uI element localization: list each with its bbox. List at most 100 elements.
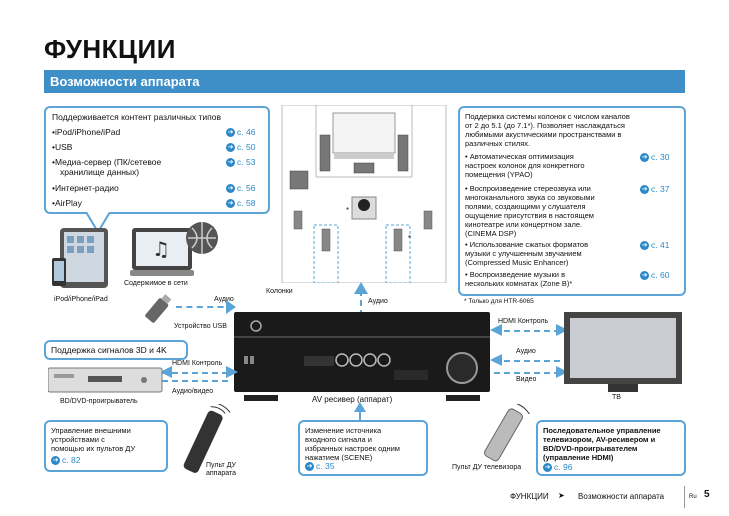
speaker-heading-line: различных стилях. bbox=[465, 139, 531, 148]
page-ref-arrow-icon: ➔ bbox=[640, 185, 649, 195]
arrow-right-icon bbox=[226, 300, 236, 314]
page-ref-link[interactable]: ➔с. 53 bbox=[226, 157, 256, 168]
page-ref-text: с. 60 bbox=[651, 270, 670, 280]
receiver-foot-right bbox=[446, 395, 480, 401]
video-line-tv bbox=[494, 372, 560, 374]
page-ref-arrow-icon: ➔ bbox=[226, 143, 235, 153]
page-ref-arrow-icon: ➔ bbox=[305, 462, 314, 472]
receiver-front-panel bbox=[234, 320, 490, 384]
remote-line: устройствами с bbox=[51, 435, 105, 444]
page-ref-link[interactable]: ➔с. 37 bbox=[640, 184, 670, 195]
audio-label-speakers: Аудио bbox=[368, 298, 388, 305]
footer-section: ФУНКЦИИ bbox=[510, 492, 549, 501]
page-ref-arrow-icon: ➔ bbox=[640, 241, 649, 251]
speaker-footnote: * Только для HTR-6065 bbox=[464, 298, 534, 305]
scene-box bbox=[298, 420, 428, 476]
speaker-item-line: • Воспроизведение музыки в bbox=[465, 270, 566, 279]
ipad-icon bbox=[52, 228, 108, 288]
hdmi-line: BD/DVD-проигрывателем bbox=[543, 444, 638, 453]
page-ref-text: с. 46 bbox=[237, 127, 256, 137]
scene-line: Изменение источника bbox=[305, 426, 382, 435]
speaker-item-line: ощущение присутствия в настоящем bbox=[465, 211, 594, 220]
speaker-item-line: полями, создающими у слушателя bbox=[465, 202, 586, 211]
page-ref-link[interactable]: ➔с. 58 bbox=[226, 198, 255, 209]
page-ref-link[interactable]: ➔с. 50 bbox=[226, 142, 255, 153]
audio-video-label: Аудио/видео bbox=[172, 388, 214, 395]
hdmi-line: телевизором, AV-ресивером и bbox=[543, 435, 656, 444]
remote-av-label-2: аппарата bbox=[206, 470, 237, 477]
arrow-left-icon bbox=[490, 324, 502, 336]
content-item-label: хранилище данных) bbox=[60, 167, 140, 177]
svg-text:*: * bbox=[408, 234, 411, 243]
ipod-label: iPod/iPhone/iPad bbox=[54, 296, 108, 303]
speaker-item-line: нескольких комнатах (Zone B)* bbox=[465, 279, 573, 288]
svg-text:♫: ♫ bbox=[152, 237, 170, 261]
page-number: 5 bbox=[704, 489, 710, 500]
page-ref-arrow-icon: ➔ bbox=[226, 184, 235, 194]
page-ref-text: с. 41 bbox=[651, 240, 670, 250]
page-ref-link[interactable]: ➔с. 30 bbox=[640, 152, 670, 163]
page-ref-arrow-icon: ➔ bbox=[226, 158, 235, 168]
page-ref-arrow-icon: ➔ bbox=[543, 463, 552, 473]
3d4k-box bbox=[44, 340, 188, 360]
arrow-up-icon bbox=[354, 402, 366, 420]
tv-label: ТВ bbox=[612, 394, 621, 401]
page-ref-arrow-icon: ➔ bbox=[226, 199, 235, 209]
speaker-room-diagram: * * bbox=[281, 105, 447, 283]
svg-text:*: * bbox=[346, 206, 349, 215]
speakers-label: Колонки bbox=[266, 288, 293, 295]
speaker-audio-line bbox=[360, 290, 362, 316]
speaker-item-line: • Использование сжатых форматов bbox=[465, 240, 589, 249]
audio-line-tv bbox=[494, 360, 560, 362]
content-item-label: •USB bbox=[52, 142, 73, 152]
audio-label-tv: Аудио bbox=[516, 348, 536, 355]
receiver-foot-left bbox=[244, 395, 278, 401]
remote-line: помощью их пультов ДУ bbox=[51, 444, 136, 453]
page-ref-text: с. 82 bbox=[62, 455, 81, 465]
audio-label-usb: Аудио bbox=[214, 296, 234, 303]
footer-subsection: Возможности аппарата bbox=[578, 492, 665, 501]
hdmi-line: (управление HDMI) bbox=[543, 453, 614, 462]
speaker-item-line: (CINEMA DSP) bbox=[465, 229, 517, 238]
page-ref-link[interactable]: ➔с. 56 bbox=[226, 183, 255, 194]
tv-icon bbox=[564, 312, 682, 392]
content-item-label: •Медиа-сервер (ПК/сетевое bbox=[52, 157, 162, 167]
footer-lang: Ru bbox=[689, 494, 697, 500]
hdmi-line: Последовательное управление bbox=[543, 426, 661, 435]
page-ref-link[interactable]: ➔с. 41 bbox=[640, 240, 670, 251]
speaker-item-line: (Compressed Music Enhancer) bbox=[465, 258, 569, 267]
page-ref-text: с. 30 bbox=[651, 152, 670, 162]
bd-dvd-label: BD/DVD-проигрыватель bbox=[60, 398, 138, 405]
network-label: Содержимое в сети bbox=[124, 280, 188, 287]
tv-remote-label: Пульт ДУ телевизора bbox=[452, 464, 522, 471]
page-ref-link[interactable]: ➔с. 46 bbox=[226, 127, 256, 138]
page-ref-text: с. 37 bbox=[651, 184, 670, 194]
network-computer-icon: ♫ bbox=[130, 222, 218, 276]
footer-arrow-icon: ➤ bbox=[558, 491, 565, 500]
content-item-label: •iPod/iPhone/iPad bbox=[52, 127, 121, 137]
av-receiver bbox=[234, 312, 490, 392]
footer-divider bbox=[684, 486, 685, 508]
remote-control-icon bbox=[183, 404, 231, 473]
speaker-heading-line: Поддержка системы колонок с числом канал… bbox=[465, 112, 630, 121]
page-ref-link[interactable]: ➔с. 60 bbox=[640, 270, 670, 281]
section-title: Возможности аппарата bbox=[44, 70, 685, 93]
page-ref-link[interactable]: ➔с. 82 bbox=[51, 455, 81, 466]
scene-line: нажатием (SCENE) bbox=[305, 453, 373, 462]
arrow-left-icon bbox=[490, 354, 502, 366]
hdmi-line-left bbox=[162, 372, 228, 374]
page-ref-link[interactable]: ➔с. 35 bbox=[305, 461, 335, 472]
page-ref-text: с. 53 bbox=[237, 157, 256, 167]
arrow-left-icon bbox=[160, 366, 172, 378]
hdmi-control-label-right: HDMI Контроль bbox=[498, 318, 549, 325]
page-ref-arrow-icon: ➔ bbox=[51, 456, 60, 466]
arrow-right-icon bbox=[556, 366, 568, 378]
page-ref-text: с. 35 bbox=[316, 461, 335, 471]
page-ref-link[interactable]: ➔с. 96 bbox=[543, 462, 572, 473]
av-receiver-label: AV ресивер (аппарат) bbox=[312, 395, 393, 404]
scene-line: входного сигнала и bbox=[305, 435, 372, 444]
speaker-item-line: помещения (YPAO) bbox=[465, 170, 533, 179]
speaker-item-line: кинотеатре или концертном зале. bbox=[465, 220, 583, 229]
3d4k-text: Поддержка сигналов 3D и 4K bbox=[51, 345, 167, 355]
tv-remote-icon bbox=[484, 404, 530, 462]
